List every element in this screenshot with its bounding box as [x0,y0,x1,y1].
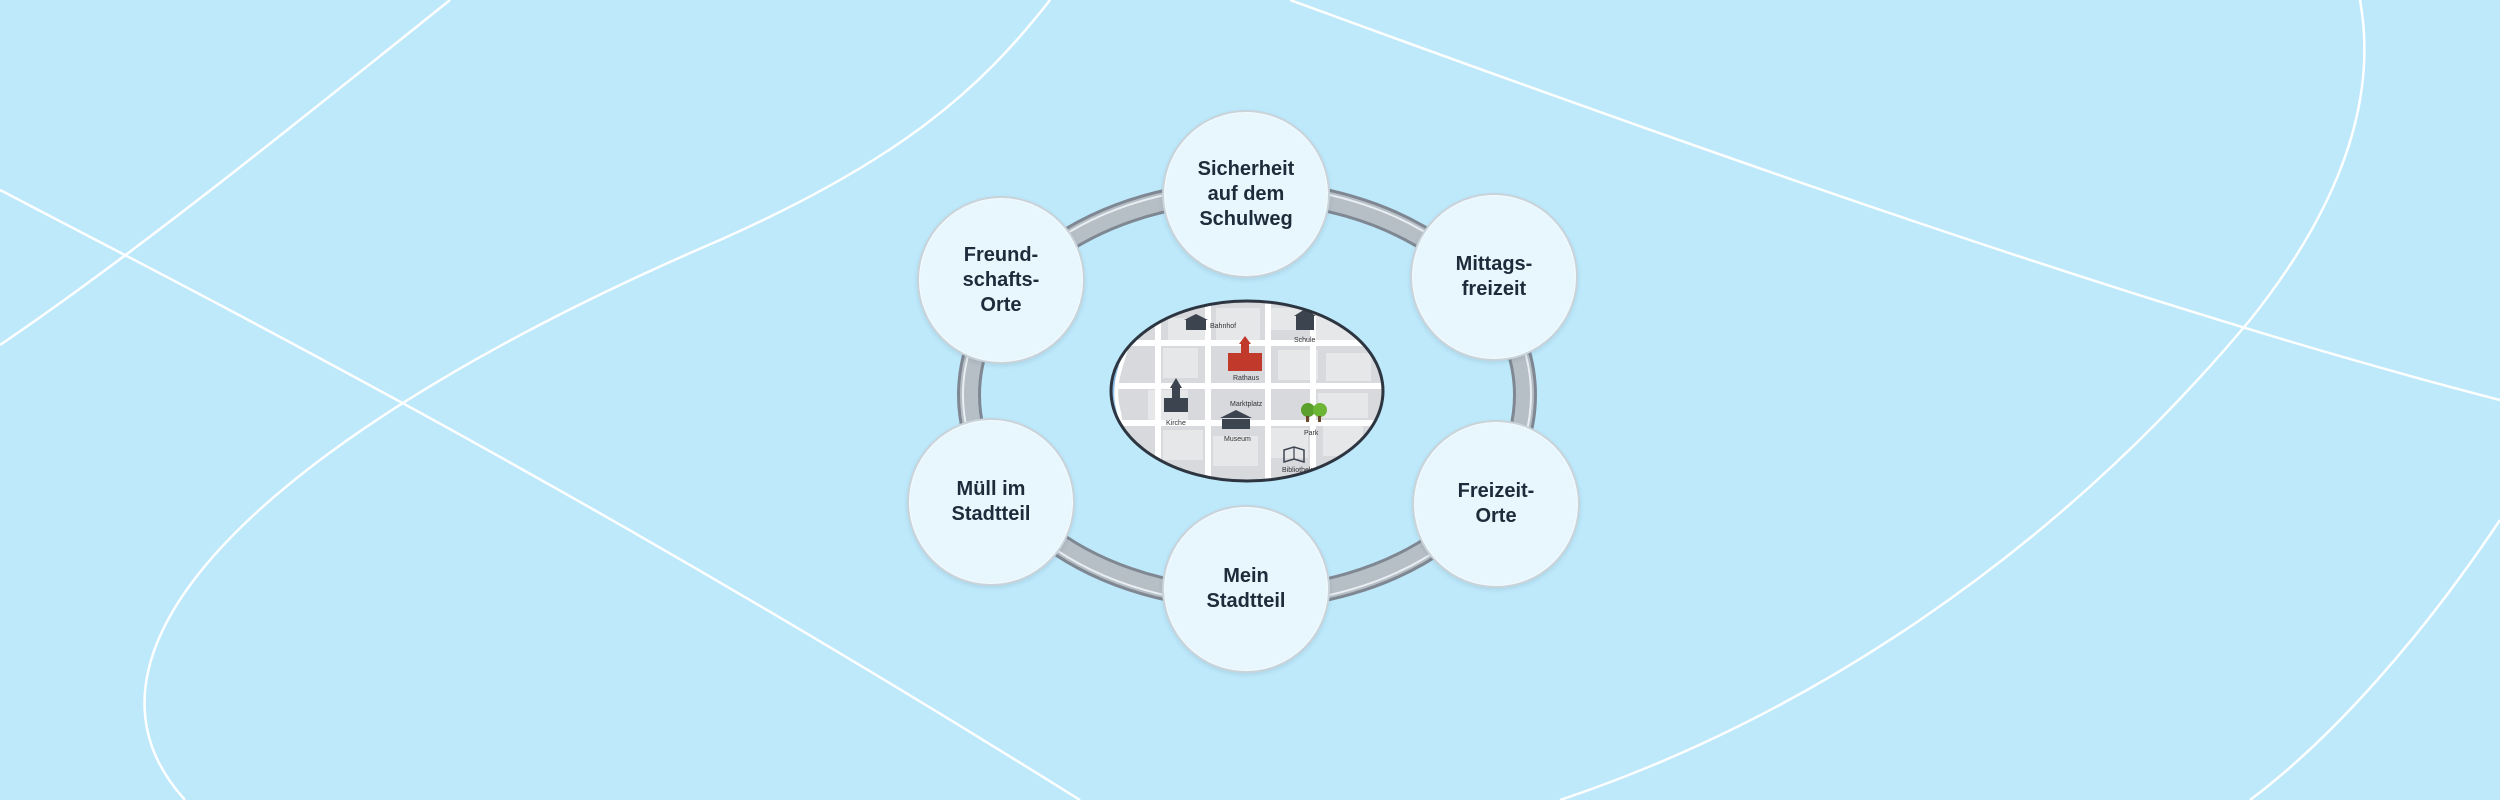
map-label-park: Park [1304,430,1319,437]
node-label: Müll im Stadtteil [951,478,1031,525]
map-label-museum: Museum [1224,436,1251,443]
school-icon [1294,309,1316,330]
museum-icon [1220,410,1252,429]
node-freundschafts-orte[interactable]: Freund- schafts- Orte [917,196,1085,364]
city-map: Bahnhof Schule Rathaus Marktplatz Kirche [1109,299,1385,483]
node-label: Freund- schafts- Orte [962,243,1040,316]
map-label-bibliothek: Bibliothek [1282,467,1313,474]
church-icon [1164,378,1188,412]
map-label-schule: Schule [1294,337,1316,344]
node-label: Sicherheit auf dem Schulweg [1197,157,1295,230]
park-tree-icon [1301,403,1327,422]
node-label: Mittags- freizeit [1455,253,1533,300]
map-label-rathaus: Rathaus [1233,375,1260,382]
book-icon [1283,446,1305,464]
node-mein-stadtteil[interactable]: Mein Stadtteil [1162,505,1330,673]
node-sicherheit-schulweg[interactable]: Sicherheit auf dem Schulweg [1162,110,1330,278]
node-mittagsfreizeit[interactable]: Mittags- freizeit [1410,193,1578,361]
node-label: Mein Stadtteil [1206,565,1286,612]
town-hall-icon [1228,336,1262,371]
bahnhof-icon [1184,314,1208,330]
map-label-bahnhof: Bahnhof [1210,323,1236,330]
node-muell-stadtteil[interactable]: Müll im Stadtteil [907,418,1075,586]
map-label-kirche: Kirche [1166,420,1186,427]
map-label-marktplatz: Marktplatz [1230,401,1263,408]
node-freizeit-orte[interactable]: Freizeit- Orte [1412,420,1580,588]
node-label: Freizeit- Orte [1457,480,1535,527]
